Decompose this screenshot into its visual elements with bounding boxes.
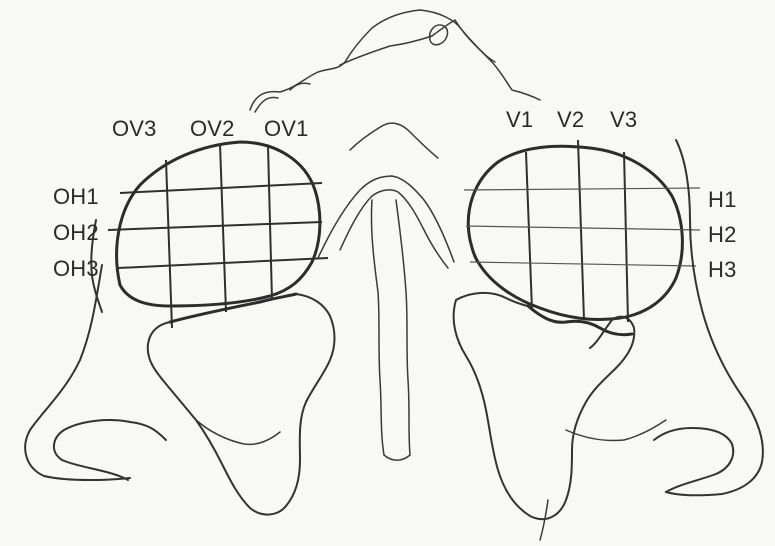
right-maxilla-inner [654, 428, 733, 492]
label-ov3: OV3 [112, 118, 157, 140]
label-ov1: OV1 [264, 118, 309, 140]
left-grid-h3 [118, 258, 328, 268]
nasal-bridge-lines [350, 123, 438, 158]
right-sinus-outline [468, 146, 682, 319]
left-maxilla-outer [25, 265, 130, 480]
nasal-cavity-inner [340, 190, 448, 268]
left-grid-v2 [220, 144, 226, 312]
septum-right [396, 200, 410, 455]
right-grid-v2 [578, 140, 584, 320]
top-inner-outline [340, 20, 495, 65]
label-h1: H1 [708, 189, 737, 211]
label-oh2: OH2 [53, 222, 99, 244]
label-h3: H3 [708, 259, 737, 281]
label-oh1: OH1 [53, 186, 99, 208]
label-v3: V3 [610, 109, 637, 131]
right-grid-v1 [526, 152, 532, 310]
label-v1: V1 [506, 109, 533, 131]
top-outline [250, 10, 540, 110]
left-grid-v3 [166, 160, 172, 328]
label-h2: H2 [708, 224, 737, 246]
right-alveolar-crest [566, 420, 666, 441]
label-v2: V2 [557, 109, 584, 131]
top-left-curl [255, 83, 310, 112]
left-maxilla-inner [54, 420, 166, 480]
left-sinus-floor [170, 294, 296, 322]
septum-left [371, 200, 384, 455]
label-ov2: OV2 [190, 118, 235, 140]
septum-base [384, 455, 410, 460]
left-alveolar-body [148, 294, 335, 515]
right-grid-v3 [624, 152, 628, 322]
nasal-cavity-outer [318, 176, 454, 262]
left-grid-h2 [108, 222, 322, 230]
label-oh3: OH3 [53, 258, 99, 280]
right-grid-h2 [466, 226, 700, 230]
right-grid-h1 [464, 188, 700, 190]
